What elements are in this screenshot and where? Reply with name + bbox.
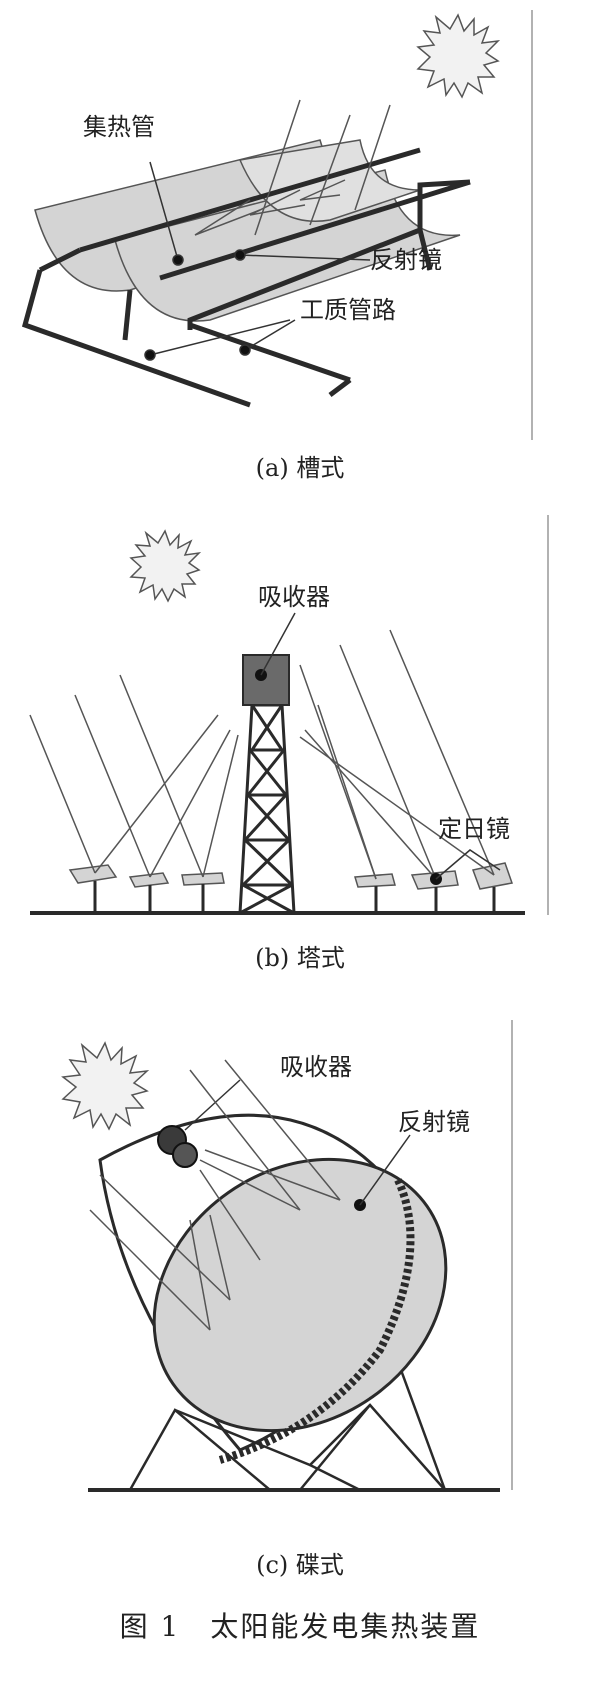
dish-mirror	[152, 1157, 448, 1433]
sun-icon	[61, 1041, 150, 1131]
absorber-head	[172, 1142, 198, 1168]
leader-lines	[144, 161, 371, 361]
trough-diagram: 集热管 反射镜 工质管路	[21, 10, 533, 440]
panel-trough: 集热管 反射镜 工质管路	[0, 0, 600, 470]
tower-diagram: 吸收器	[29, 515, 549, 915]
panel-tower: 吸收器	[0, 505, 600, 935]
caption-b: (b) 塔式	[255, 944, 345, 972]
trough-mirrors	[34, 139, 461, 322]
heliostats	[68, 862, 513, 913]
dish-diagram: 吸收器 反射镜	[61, 1020, 513, 1492]
sun-icon	[416, 13, 501, 99]
sun-rays	[194, 99, 391, 236]
label-working-fluid-pipe: 工质管路	[300, 296, 396, 324]
panel-dish: 吸收器 反射镜	[0, 1010, 600, 1540]
support-frame	[21, 179, 471, 408]
leader-reflector	[359, 1134, 411, 1206]
dish-edge	[218, 1178, 415, 1464]
label-heliostat: 定日镜	[438, 815, 510, 843]
sun-rays	[29, 629, 495, 880]
caption-c: (c) 碟式	[256, 1551, 344, 1579]
sun-icon	[129, 529, 202, 603]
dish-support	[128, 1339, 447, 1492]
caption-a: (a) 槽式	[255, 454, 345, 482]
label-reflector: 反射镜	[370, 246, 442, 274]
leader-absorber	[260, 612, 296, 676]
tower	[238, 703, 296, 915]
leader-absorber	[184, 1079, 241, 1131]
label-reflector: 反射镜	[398, 1108, 470, 1136]
label-absorber: 吸收器	[258, 583, 330, 611]
absorber-box	[242, 654, 290, 706]
label-absorber: 吸收器	[280, 1053, 352, 1081]
leader-heliostat	[435, 849, 501, 880]
label-collector-tube: 集热管	[83, 113, 155, 141]
sun-rays	[89, 1059, 341, 1331]
figure-caption: 图 1 太阳能发电集热装置	[119, 1610, 481, 1643]
